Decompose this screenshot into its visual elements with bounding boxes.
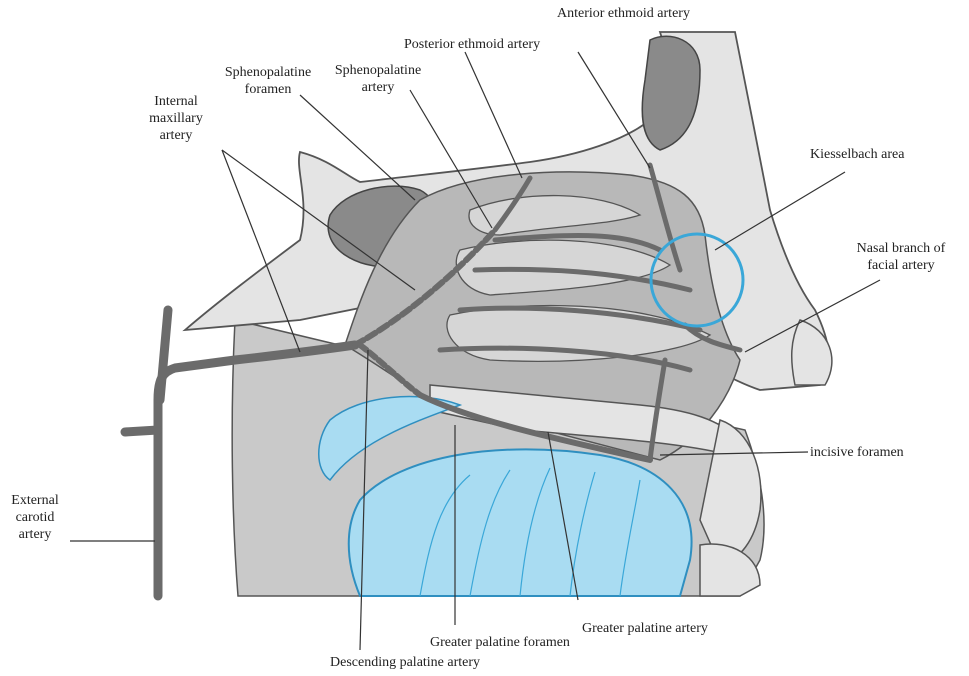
label-nasal-branch-facial-artery: Nasal branch of facial artery bbox=[842, 240, 960, 274]
carotid-branch-stub bbox=[160, 310, 168, 400]
label-sphenopalatine-foramen: Sphenopalatine foramen bbox=[212, 64, 324, 98]
label-external-carotid-artery: External carotid artery bbox=[2, 492, 68, 543]
label-incisive-foramen: incisive foramen bbox=[810, 444, 904, 461]
label-kiesselbach-area: Kiesselbach area bbox=[810, 146, 904, 163]
tongue bbox=[349, 449, 692, 596]
label-greater-palatine-artery: Greater palatine artery bbox=[582, 620, 708, 637]
label-descending-palatine-artery: Descending palatine artery bbox=[330, 654, 480, 671]
label-greater-palatine-foramen: Greater palatine foramen bbox=[430, 634, 570, 651]
leader-posterior-ethmoid bbox=[465, 52, 522, 178]
label-internal-maxillary-artery: Internal maxillary artery bbox=[135, 93, 217, 144]
carotid-branch-left bbox=[125, 430, 158, 432]
label-anterior-ethmoid-artery: Anterior ethmoid artery bbox=[557, 5, 690, 22]
label-sphenopalatine-artery: Sphenopalatine artery bbox=[322, 62, 434, 96]
label-posterior-ethmoid-artery: Posterior ethmoid artery bbox=[404, 36, 540, 53]
nasal-tip bbox=[792, 320, 832, 385]
